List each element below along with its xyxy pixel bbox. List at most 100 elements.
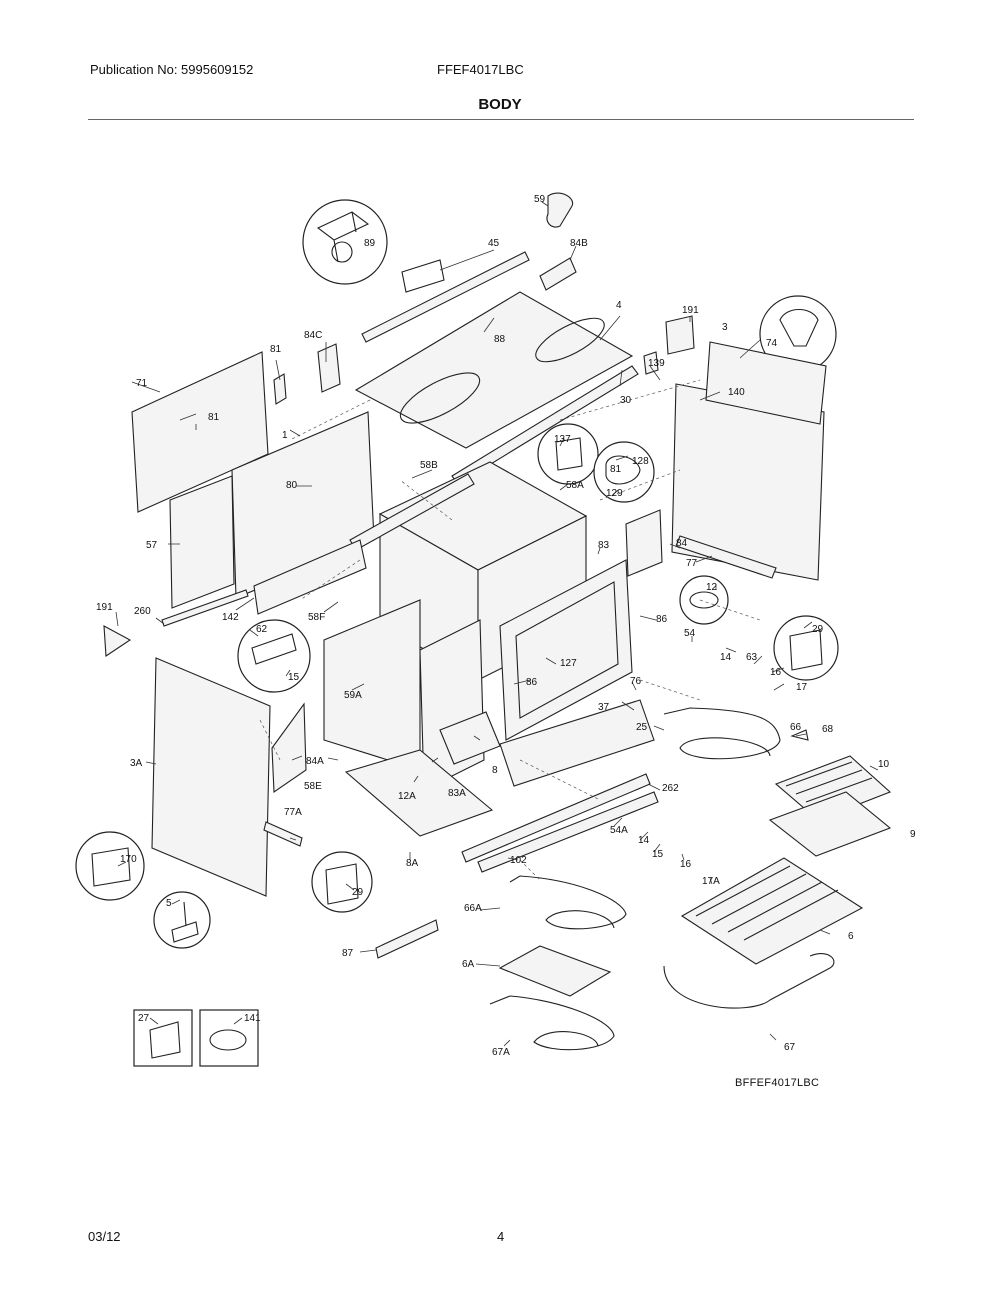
callout-30: 30: [620, 395, 632, 406]
callout-5: 5: [166, 898, 172, 909]
callout-191: 191: [682, 305, 699, 316]
callout-59a: 59A: [344, 690, 362, 701]
callout-74: 74: [766, 338, 778, 349]
callout-262: 262: [662, 783, 679, 794]
callout-16: 16: [770, 667, 782, 678]
header-rule: [88, 119, 914, 120]
part-84b: [539, 257, 577, 291]
callout-84b: 84B: [570, 238, 588, 249]
callout-68: 68: [822, 724, 834, 735]
cavity-side-58e: [323, 599, 421, 771]
callout-14: 14: [638, 835, 650, 846]
oven-rack-6: [680, 857, 864, 965]
detail-89: [302, 199, 388, 285]
broil-pan-9: [768, 791, 892, 857]
callout-191: 191: [96, 602, 113, 613]
callout-4: 4: [616, 300, 622, 311]
bracket-84a: [271, 702, 307, 794]
detail-5: [153, 891, 211, 949]
callout-141: 141: [244, 1013, 261, 1024]
callout-66: 66: [790, 722, 802, 733]
detail-12: [679, 575, 729, 625]
callout-77: 77: [686, 558, 698, 569]
callout-17a: 17A: [702, 876, 720, 887]
detail-141: [199, 1009, 259, 1067]
callout-127: 127: [560, 658, 577, 669]
callout-29: 29: [812, 624, 824, 635]
callout-102: 102: [510, 855, 527, 866]
callout-89: 89: [364, 238, 376, 249]
callout-8a: 8A: [406, 858, 419, 869]
callout-88: 88: [494, 334, 506, 345]
callout-54a: 54A: [610, 825, 628, 836]
callout-29: 29: [352, 887, 364, 898]
element-67a: [489, 995, 615, 1051]
callout-139: 139: [648, 358, 665, 369]
callout-142: 142: [222, 612, 239, 623]
strip-102: [477, 791, 659, 873]
callout-58b: 58B: [420, 460, 438, 471]
callout-9: 9: [910, 829, 916, 840]
callout-16: 16: [680, 859, 692, 870]
strip-262: [461, 773, 651, 863]
part-68: [790, 729, 809, 741]
detail-29-top: [773, 615, 839, 681]
callout-87: 87: [342, 948, 354, 959]
callout-37: 37: [598, 702, 610, 713]
callout-81: 81: [208, 412, 220, 423]
callout-27: 27: [138, 1013, 150, 1024]
callout-10: 10: [878, 759, 890, 770]
part-87: [375, 919, 439, 959]
callout-6: 6: [848, 931, 854, 942]
callout-45: 45: [488, 238, 500, 249]
bracket-142: [253, 539, 367, 615]
callout-3a: 3A: [130, 758, 143, 769]
bracket-191-left: [103, 625, 132, 657]
part-59: [546, 192, 574, 228]
element-67: [663, 953, 835, 1009]
callout-81: 81: [610, 464, 622, 475]
callout-58e: 58E: [304, 781, 322, 792]
detail-27: [133, 1009, 193, 1067]
cooktop-4: [354, 291, 634, 449]
bracket-81: [273, 373, 287, 405]
side-panel-3: [705, 341, 827, 425]
callout-14: 14: [720, 652, 732, 663]
callout-67a: 67A: [492, 1047, 510, 1058]
callout-81: 81: [270, 344, 282, 355]
callout-12a: 12A: [398, 791, 416, 802]
callout-63: 63: [746, 652, 758, 663]
callout-6a: 6A: [462, 959, 475, 970]
back-panel-71: [131, 351, 269, 513]
detail-29-bottom: [311, 851, 373, 913]
callout-137: 137: [554, 434, 571, 445]
part-8: [439, 711, 501, 765]
callout-140: 140: [728, 387, 745, 398]
callout-80: 80: [286, 480, 298, 491]
panel-57: [169, 475, 235, 609]
publication-number: Publication No: 5995609152: [90, 62, 254, 77]
page-title: BODY: [478, 96, 522, 113]
callout-170: 170: [120, 854, 137, 865]
callout-260: 260: [134, 606, 151, 617]
callout-77a: 77A: [284, 807, 302, 818]
callout-57: 57: [146, 540, 158, 551]
callout-15: 15: [652, 849, 664, 860]
callout-71: 71: [136, 378, 148, 389]
callout-8: 8: [492, 765, 498, 776]
callout-83a: 83A: [448, 788, 466, 799]
detail-62: [237, 619, 311, 693]
rail-77: [675, 535, 777, 579]
page-number: 4: [497, 1229, 505, 1244]
side-panel-3a: [151, 657, 271, 897]
callout-59: 59: [534, 194, 546, 205]
callout-3: 3: [722, 322, 728, 333]
callout-67: 67: [784, 1042, 796, 1053]
callout-84c: 84C: [304, 330, 322, 341]
callout-15: 15: [288, 672, 300, 683]
front-frame-83: [499, 559, 633, 741]
callout-84: 84: [676, 538, 688, 549]
bracket-84: [625, 509, 663, 577]
